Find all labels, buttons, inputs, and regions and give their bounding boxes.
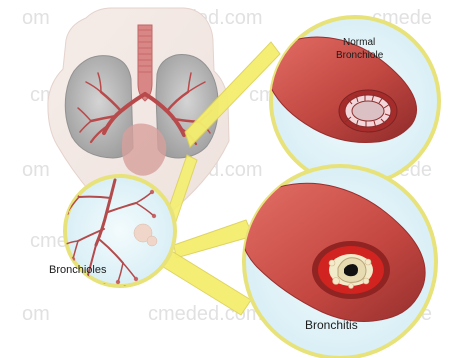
normal-bronchiole-label-line1: Normal [343, 37, 375, 48]
watermark-text: om [22, 159, 50, 181]
watermark-text: om [22, 7, 50, 29]
bronchioles-label: Bronchioles [49, 264, 107, 276]
bronchioles-inset: Bronchioles [49, 176, 175, 290]
bronchitis-inset: Bronchitis [239, 166, 436, 358]
bronchitis-label: Bronchitis [305, 318, 358, 332]
watermark-text: om [22, 303, 50, 325]
normal-bronchiole-label-line2: Bronchiole [336, 50, 384, 61]
normal-bronchiole-inset: Normal Bronchiole [265, 17, 439, 185]
